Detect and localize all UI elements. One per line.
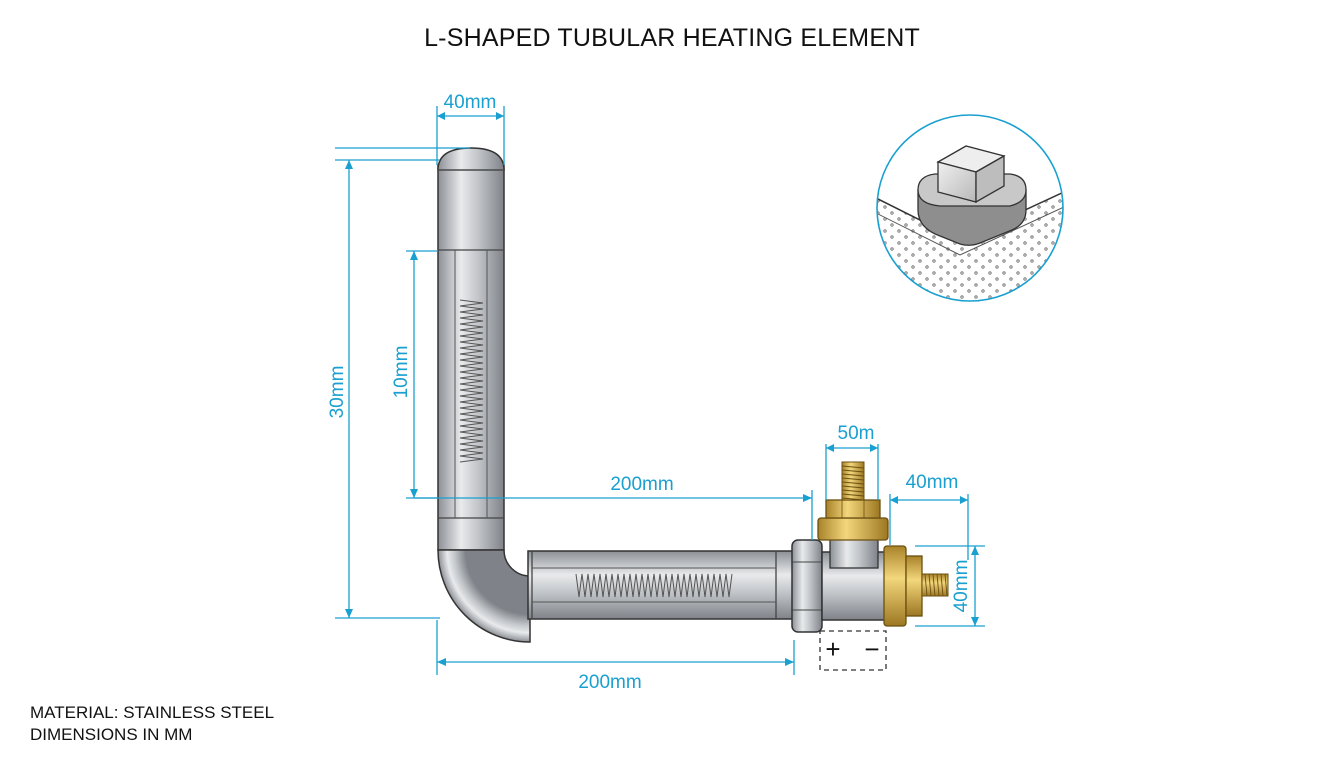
dim-horizontal-overall: 200mm — [436, 620, 795, 693]
dim-overall-height: 30mm — [327, 147, 470, 619]
hex-nut — [791, 539, 823, 633]
side-brass-nut — [883, 545, 907, 627]
diagram-title: L-SHAPED TUBULAR HEATING ELEMENT — [424, 24, 920, 52]
horizontal-tube — [527, 550, 795, 620]
dim-horizontal-overall-label: 200mm — [578, 672, 641, 693]
dim-overall-height-label: 30mm — [327, 366, 348, 419]
dim-terminal-top-label: 50m — [838, 423, 875, 444]
dim-terminal-top: 50m — [825, 423, 879, 500]
side-terminal-thread — [921, 573, 949, 597]
dim-horizontal-inner-label: 200mm — [610, 474, 673, 495]
dim-coil-vertical: 10mm — [391, 250, 438, 499]
terminal-fitting — [791, 461, 949, 633]
horizontal-heating-coil — [575, 573, 733, 598]
dim-terminal-side-width: 40mm — [889, 472, 969, 560]
dim-terminal-side-height-label: 40mm — [951, 560, 972, 613]
vertical-tube — [437, 147, 505, 551]
dim-top-width-label: 40mm — [444, 92, 497, 113]
polarity-box — [819, 630, 887, 671]
dim-horizontal-inner: 200mm — [414, 474, 813, 540]
tube-bend — [437, 549, 531, 643]
vertical-heating-coil — [459, 299, 484, 463]
top-brass-nut — [817, 517, 889, 541]
dim-top-width: 40mm — [436, 92, 505, 165]
tube-end-cap — [437, 147, 505, 171]
material-note: MATERIAL: STAINLESS STEEL — [30, 703, 275, 722]
detail-inset — [876, 114, 1064, 302]
top-terminal-thread — [841, 461, 865, 501]
dim-terminal-side-width-label: 40mm — [906, 472, 959, 493]
dim-terminal-side-height: 40mm — [915, 545, 985, 627]
notes-block: MATERIAL: STAINLESS STEEL DIMENSIONS IN … — [30, 702, 274, 746]
dim-coil-vertical-label: 10mm — [391, 346, 412, 399]
negative-symbol: − — [864, 634, 879, 664]
positive-symbol: + — [825, 634, 840, 664]
units-note: DIMENSIONS IN MM — [30, 725, 193, 744]
